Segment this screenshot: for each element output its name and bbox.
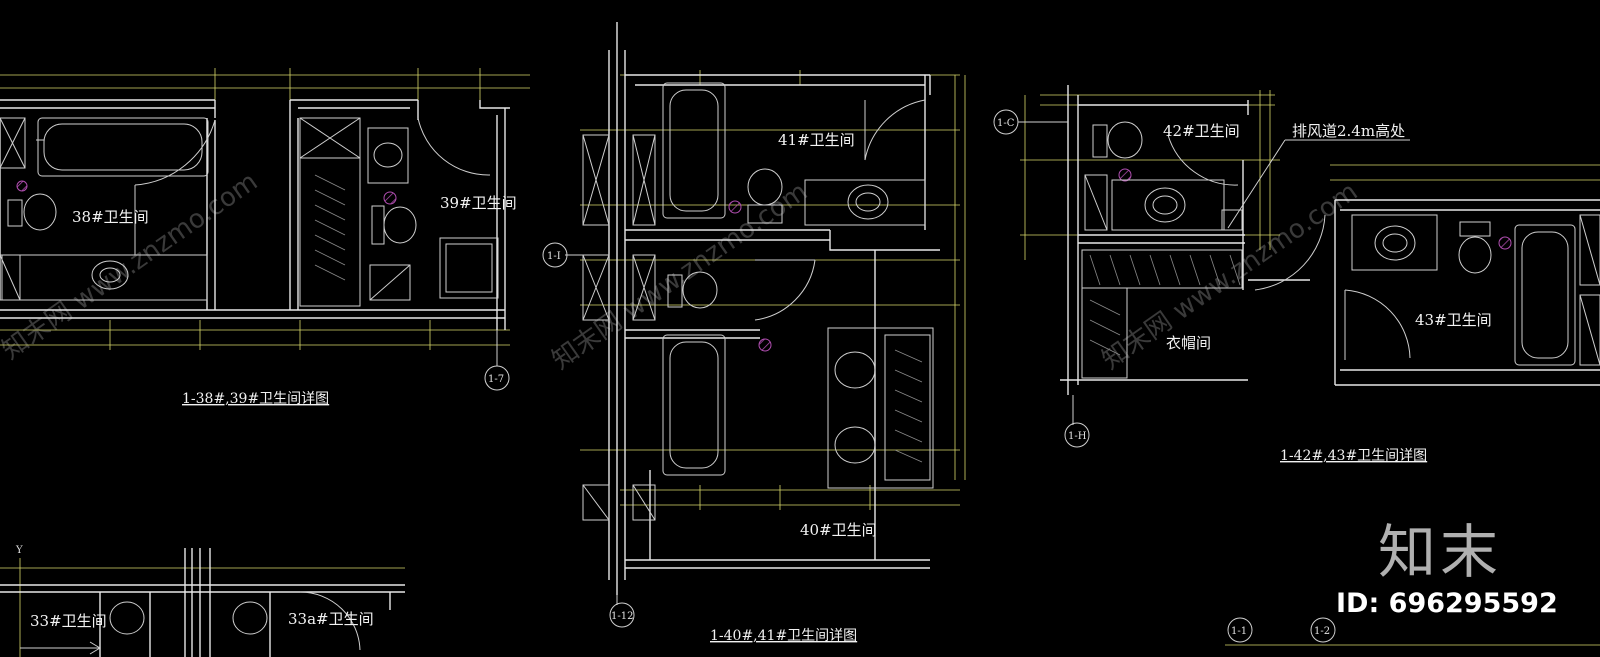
plan-42-43: [993, 85, 1600, 448]
axis-label-1-2: 1-2: [1314, 626, 1330, 637]
detail-title-42-43: 1-42#,43#卫生间详图: [1280, 448, 1427, 464]
room-label-33a: 33a#卫生间: [288, 610, 374, 628]
plan-38-39: [0, 68, 530, 391]
detail-title-38-39: 1-38#,39#卫生间详图: [182, 391, 329, 407]
room-label-42: 42#卫生间: [1163, 122, 1240, 140]
room-label-43: 43#卫生间: [1415, 311, 1492, 329]
axis-label-y: Y: [15, 545, 23, 556]
image-id-label: ID: 696295592: [1336, 588, 1558, 619]
background-watermark: 知末网 www.znzmo.com 知末网 www.znzmo.com 知末网 …: [0, 167, 1363, 376]
room-label-39: 39#卫生间: [440, 194, 517, 212]
room-label-closet: 衣帽间: [1166, 334, 1211, 352]
room-label-33: 33#卫生间: [30, 612, 107, 630]
svg-text:知末网 www.znzmo.com: 知末网 www.znzmo.com: [0, 167, 263, 366]
axis-bubbles-bottom-right: [1225, 617, 1600, 646]
vent-note: 排风道2.4m高处: [1292, 122, 1405, 140]
plan-33: [0, 548, 405, 657]
room-label-41: 41#卫生间: [778, 131, 855, 149]
axis-label-1-1: 1-1: [1231, 626, 1247, 637]
axis-label-1-i: 1-I: [547, 251, 561, 262]
room-label-40: 40#卫生间: [800, 521, 877, 539]
svg-text:知末网 www.znzmo.com: 知末网 www.znzmo.com: [547, 177, 813, 376]
room-label-38: 38#卫生间: [72, 208, 149, 226]
detail-title-40-41: 1-40#,41#卫生间详图: [710, 628, 857, 644]
axis-label-1-12: 1-12: [611, 611, 633, 622]
axis-label-1-7: 1-7: [488, 374, 504, 385]
znzmo-logo: 知末: [1378, 518, 1503, 586]
axis-label-1-h: 1-H: [1068, 431, 1087, 442]
axis-label-1-c: 1-C: [997, 118, 1015, 129]
plan-40-41: [542, 22, 966, 628]
